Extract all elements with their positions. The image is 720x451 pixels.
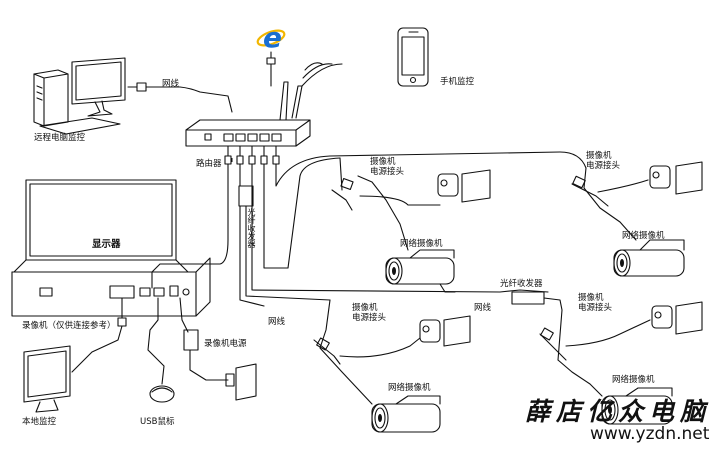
remote-pc-icon xyxy=(33,57,126,135)
remote-monitor-label: 远程电脑监控 xyxy=(34,133,86,143)
display-monitor-icon xyxy=(13,179,189,273)
camera-3-name-label: 网络摄像机 xyxy=(388,383,431,393)
camera-3-icon xyxy=(319,299,441,433)
usb-mouse-icon xyxy=(149,385,175,403)
nvr-recorder-icon xyxy=(11,257,211,317)
camera-1-power-label: 摄像机 电源接头 xyxy=(370,157,405,177)
usb-mouse-label: USB鼠标 xyxy=(140,417,175,427)
watermark-brand: 薛店亿众电脑 xyxy=(525,397,712,426)
camera-3-power-label: 摄像机 电源接头 xyxy=(352,303,387,323)
phone-icon xyxy=(397,27,429,87)
fiber-right-label: 光纤收发器 xyxy=(500,279,543,289)
phone-monitor-label: 手机监控 xyxy=(440,77,475,87)
display-label: 显示器 xyxy=(92,239,121,250)
fiber-transceiver-icon xyxy=(511,291,545,305)
camera-2-power-label: 摄像机 电源接头 xyxy=(586,151,621,171)
camera-4-power-label: 摄像机 电源接头 xyxy=(578,293,613,313)
camera-4-icon xyxy=(557,359,673,425)
camera-3-cable-label: 网线 xyxy=(268,317,286,327)
camera-1-icon xyxy=(357,175,456,293)
camera-4-name-label: 网络摄像机 xyxy=(612,375,655,385)
router-label: 路由器 xyxy=(196,159,222,169)
camera-2-name-label: 网络摄像机 xyxy=(622,231,665,241)
svg-text:e: e xyxy=(263,21,282,54)
watermark-url: www.yzdn.net xyxy=(590,424,710,444)
router-icon xyxy=(185,81,311,147)
nvr-power-outlet-icon xyxy=(225,363,257,401)
camera-4-cable-label: 网线 xyxy=(474,303,492,313)
local-monitor-icon xyxy=(23,345,71,413)
internet-icon xyxy=(256,29,286,47)
network-cable-label: 网线 xyxy=(162,79,180,89)
fiber-vertical-label: 光纤收发器 xyxy=(247,208,256,248)
nvr-label: 录像机（仅供连接参考） xyxy=(22,321,116,331)
local-monitor-label: 本地监控 xyxy=(22,417,57,427)
camera-1-name-label: 网络摄像机 xyxy=(400,239,443,249)
nvr-power-label: 录像机电源 xyxy=(204,339,247,349)
